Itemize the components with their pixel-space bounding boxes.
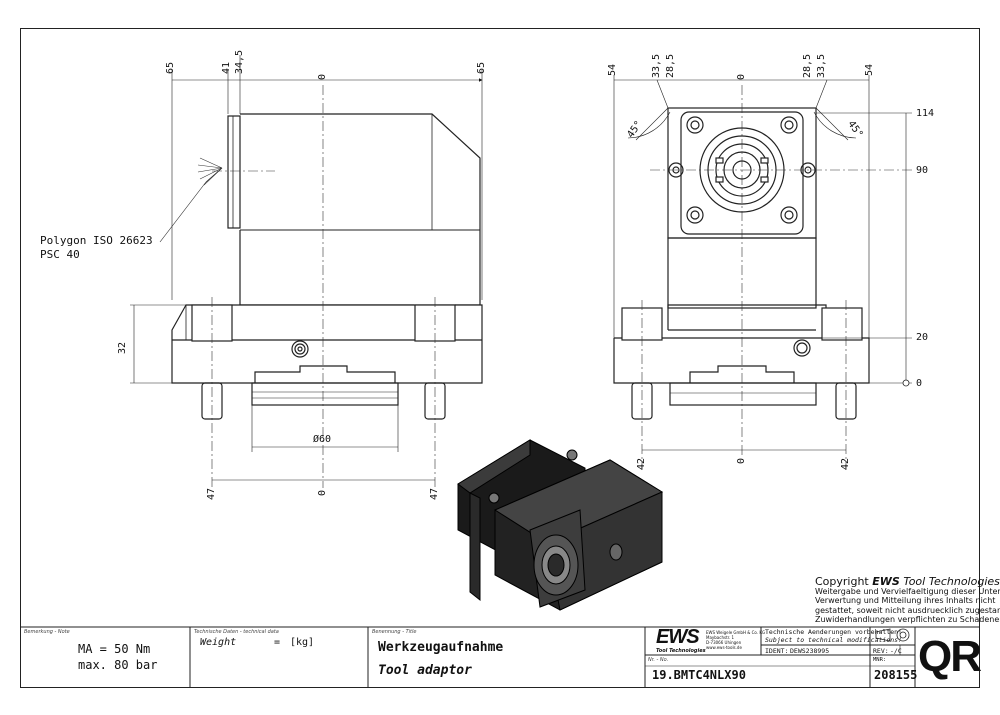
dim-right-42b: 42 xyxy=(840,457,851,470)
dim-left-41: 41 xyxy=(221,61,232,74)
dim-left-0: 0 xyxy=(317,73,328,80)
drawing-frame xyxy=(20,28,980,688)
copyright-brand: EWS xyxy=(872,575,900,588)
title-block xyxy=(20,626,980,688)
address-line: D-73066 Uhingen xyxy=(706,640,742,645)
dim-right-28-5a: 28,5 xyxy=(665,53,676,78)
dim-right-54b: 54 xyxy=(864,63,875,76)
note-label: Bemerkung - Note xyxy=(24,629,70,635)
rev-label: REV: xyxy=(873,647,889,655)
company-address: EWS Weigele GmbH & Co. KG Maybachstr. 1 … xyxy=(706,630,765,650)
title-english: Tool adaptor xyxy=(378,663,472,678)
techdata-label: Technische Daten - technical data xyxy=(194,629,279,635)
title-label: Benennung - Title xyxy=(372,629,417,635)
mnr-label: MNR: xyxy=(873,657,887,663)
weight-label: Weight xyxy=(200,637,237,648)
qr-stamp: QR xyxy=(918,632,982,681)
ews-logo: EWS xyxy=(656,626,700,648)
change-notice-en: Subject to technical modifications! xyxy=(765,636,902,644)
drawing-number: 19.BMTC4NLX90 xyxy=(652,668,746,682)
dim-left-65b: 65 xyxy=(476,61,487,74)
copyright-notice: Copyright EWS Tool Technologies Weiterga… xyxy=(815,575,1000,625)
side-view xyxy=(171,113,483,420)
dim-right-114: 114 xyxy=(916,108,935,119)
ident-label: IDENT: xyxy=(765,647,789,655)
isometric-view xyxy=(457,439,664,611)
dim-left-65a: 65 xyxy=(165,61,176,74)
change-notice-de: Technische Aenderungen vorbehalten! xyxy=(765,628,902,636)
mnr-value: 208155 xyxy=(874,668,918,682)
note-line: max. 80 bar xyxy=(78,658,158,672)
ident-value: DEWS238995 xyxy=(790,647,830,655)
dim-right-42a: 42 xyxy=(636,457,647,470)
polygon-callout: Polygon ISO 26623 PSC 40 xyxy=(40,234,153,262)
copyright-suffix: Tool Technologies xyxy=(903,575,1000,588)
address-line: www.ews-tools.de xyxy=(706,645,742,650)
dim-right-28-5b: 28,5 xyxy=(802,53,813,78)
dim-left-0b: 0 xyxy=(317,489,328,496)
note-line: MA = 50 Nm xyxy=(78,642,151,656)
callout-line2: PSC 40 xyxy=(40,248,80,261)
dim-right-0c: 0 xyxy=(916,378,923,389)
number-label: Nr. - No. xyxy=(648,657,669,663)
ews-logo-sub: Tool Technologies xyxy=(656,648,706,654)
rev-value: -/C xyxy=(890,647,902,655)
dim-diameter: Ø60 xyxy=(313,434,332,445)
dim-left-34-5: 34,5 xyxy=(234,49,245,74)
title-german: Werkzeugaufnahme xyxy=(378,640,504,655)
copyright-line: Verwertung und Mitteilung ihres Inhalts … xyxy=(815,596,996,606)
weight-unit: [kg] xyxy=(290,637,315,648)
copyright-line: gestattet, soweit nicht ausdruecklich zu… xyxy=(815,605,1000,615)
copyright-line: Weitergabe und Vervielfaeltigung dieser … xyxy=(815,586,1000,596)
address-line: Maybachstr. 1 xyxy=(706,635,735,640)
dim-right-90: 90 xyxy=(916,165,929,176)
address-line: EWS Weigele GmbH & Co. KG xyxy=(706,630,766,635)
dim-right-33-5a: 33,5 xyxy=(651,53,662,78)
dim-left-47a: 47 xyxy=(206,487,217,500)
dim-right-33-5b: 33,5 xyxy=(816,53,827,78)
dim-right-54a: 54 xyxy=(607,63,618,76)
weight-eq: = xyxy=(274,637,281,648)
copyright-prefix: Copyright xyxy=(815,575,869,588)
dim-left-47b: 47 xyxy=(429,487,440,500)
dim-right-0b: 0 xyxy=(736,457,747,464)
note-values: MA = 50 Nm max. 80 bar xyxy=(78,641,157,673)
front-view xyxy=(613,107,870,420)
callout-line1: Polygon ISO 26623 xyxy=(40,234,153,247)
dim-right-0: 0 xyxy=(736,73,747,80)
dim-right-20: 20 xyxy=(916,332,929,343)
copyright-line: Zuwiderhandlungen verpflichten zu Schade… xyxy=(815,615,1000,625)
dim-left-32: 32 xyxy=(117,341,128,354)
